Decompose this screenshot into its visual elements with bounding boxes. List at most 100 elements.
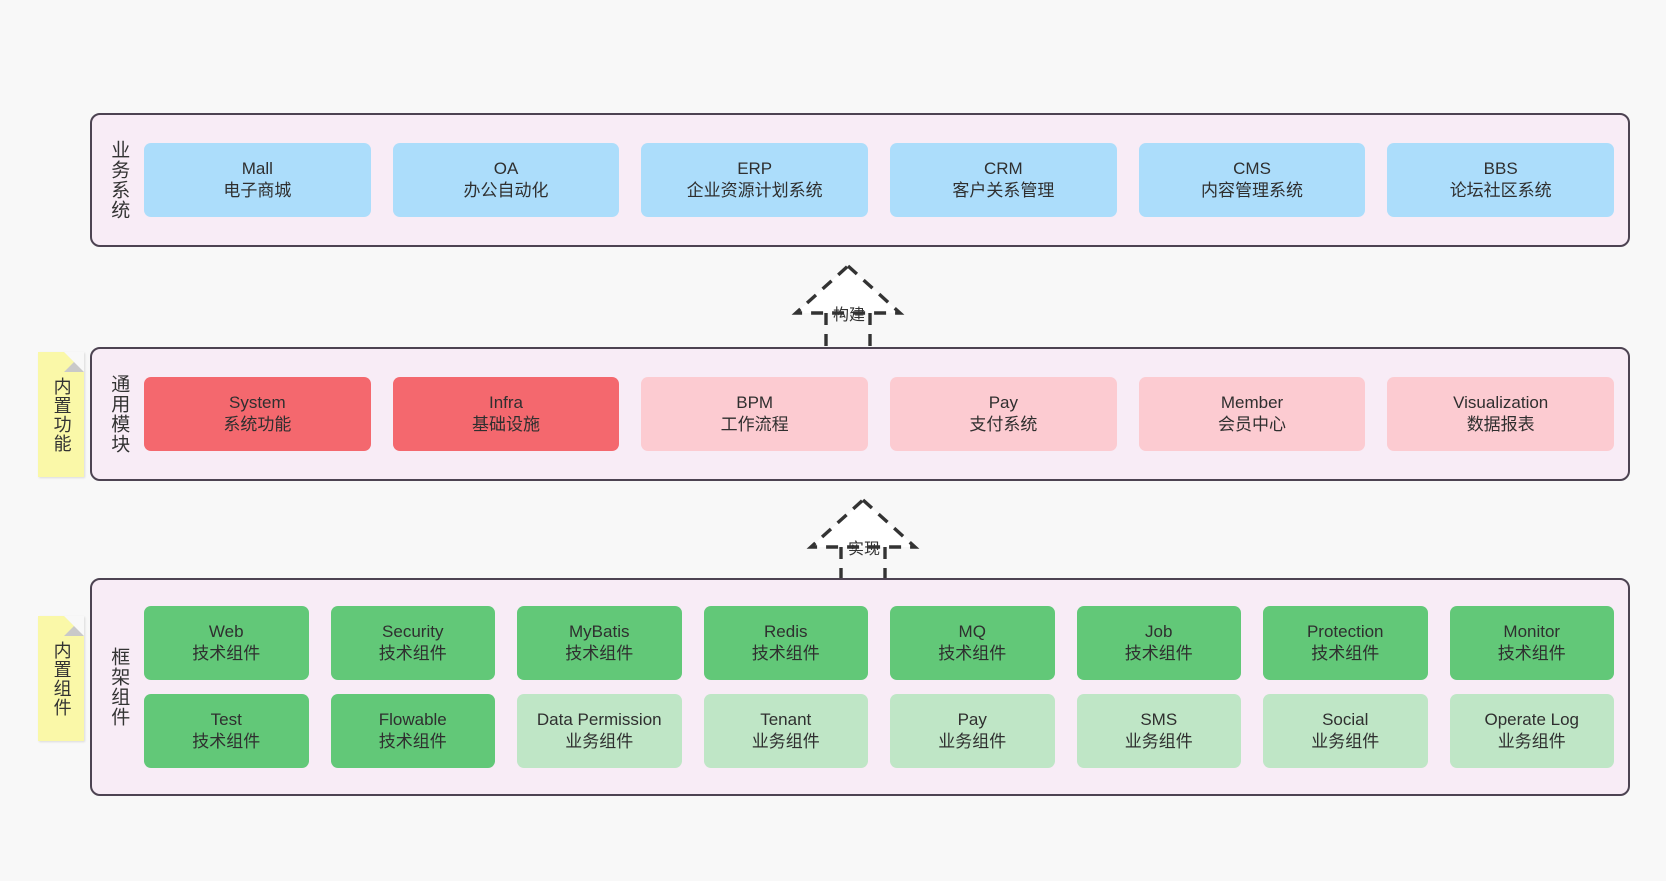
card-subtitle: 内容管理系统 (1201, 181, 1304, 200)
card-title: Member (1220, 392, 1284, 412)
note-fold-cut-icon (64, 616, 84, 636)
card-subtitle: 业务组件 (1124, 732, 1193, 751)
note-text: 内置组件 (51, 640, 72, 717)
card-subtitle: 基础设施 (472, 415, 540, 434)
card-monitor[interactable]: Monitor 技术组件 (1449, 606, 1614, 680)
card-system[interactable]: System 系统功能 (144, 377, 371, 451)
card-row: Test 技术组件 Flowable 技术组件 Data Permission … (144, 694, 1614, 768)
card-subtitle: 电子商城 (223, 181, 292, 200)
card-title: Visualization (1453, 392, 1549, 412)
card-row: System 系统功能 Infra 基础设施 BPM 工作流程 Pay 支付系统… (144, 377, 1615, 451)
card-social[interactable]: Social 业务组件 (1263, 694, 1428, 768)
card-data-permission[interactable]: Data Permission 业务组件 (517, 694, 682, 768)
card-subtitle: 技术组件 (565, 644, 634, 663)
card-title: Social (1322, 709, 1369, 729)
card-row: Web 技术组件 Security 技术组件 MyBatis 技术组件 Redi… (144, 606, 1614, 680)
card-subtitle: 业务组件 (1497, 732, 1566, 751)
card-test[interactable]: Test 技术组件 (144, 694, 309, 768)
layer-business-systems: 业务系统 Mall 电子商城 OA 办公自动化 ERP 企业资源计划系统 CRM… (90, 113, 1630, 247)
card-subtitle: 系统功能 (223, 415, 292, 434)
card-title: Web (208, 621, 244, 641)
card-subtitle: 技术组件 (1311, 644, 1380, 663)
card-title: Security (382, 621, 444, 641)
card-title: OA (493, 158, 519, 178)
card-title: Protection (1306, 621, 1384, 641)
generalization-arrowhead (806, 497, 920, 549)
layer-body-business-systems: Mall 电子商城 OA 办公自动化 ERP 企业资源计划系统 CRM 客户关系… (144, 115, 1628, 245)
card-title: System (228, 392, 286, 412)
card-subtitle: 工作流程 (720, 415, 789, 434)
card-subtitle: 数据报表 (1466, 415, 1535, 434)
card-subtitle: 业务组件 (1311, 732, 1380, 751)
card-protection[interactable]: Protection 技术组件 (1263, 606, 1428, 680)
card-tenant[interactable]: Tenant 业务组件 (703, 694, 868, 768)
card-web[interactable]: Web 技术组件 (144, 606, 309, 680)
card-operate-log[interactable]: Operate Log 业务组件 (1449, 694, 1614, 768)
layer-framework-components: 框架组件 Web 技术组件 Security 技术组件 MyBatis 技术组件… (90, 578, 1630, 796)
connector-implement: 实现 (775, 497, 955, 587)
card-subtitle: 客户关系管理 (952, 181, 1055, 200)
card-title: MQ (958, 621, 986, 641)
card-title: Redis (764, 621, 808, 641)
card-subtitle: 业务组件 (751, 732, 820, 751)
card-subtitle: 技术组件 (1497, 644, 1566, 663)
card-cms[interactable]: CMS 内容管理系统 (1138, 143, 1366, 217)
card-mall[interactable]: Mall 电子商城 (144, 143, 371, 217)
card-flowable[interactable]: Flowable 技术组件 (330, 694, 495, 768)
card-subtitle: 会员中心 (1218, 415, 1287, 434)
note-fold-cut-icon (64, 352, 84, 372)
layer-title-common-modules: 通用模块 (108, 374, 130, 454)
card-bbs[interactable]: BBS 论坛社区系统 (1387, 143, 1615, 217)
card-title: BBS (1483, 158, 1518, 178)
card-redis[interactable]: Redis 技术组件 (703, 606, 868, 680)
card-subtitle: 业务组件 (565, 732, 634, 751)
layer-common-modules: 通用模块 System 系统功能 Infra 基础设施 BPM 工作流程 Pay… (90, 347, 1630, 481)
card-title: Test (210, 709, 242, 729)
card-subtitle: 技术组件 (751, 644, 820, 663)
card-visualization[interactable]: Visualization 数据报表 (1387, 377, 1615, 451)
card-title: Pay (988, 392, 1018, 412)
card-title: Flowable (378, 709, 447, 729)
card-bpm[interactable]: BPM 工作流程 (641, 377, 869, 451)
card-title: Operate Log (1484, 709, 1579, 729)
card-job[interactable]: Job 技术组件 (1076, 606, 1241, 680)
card-title: SMS (1140, 709, 1178, 729)
note-text: 内置功能 (51, 376, 72, 453)
card-subtitle: 论坛社区系统 (1449, 181, 1552, 200)
card-title: Monitor (1503, 621, 1561, 641)
card-subtitle: 支付系统 (969, 415, 1038, 434)
card-subtitle: 技术组件 (378, 644, 447, 663)
card-oa[interactable]: OA 办公自动化 (392, 143, 620, 217)
card-title: Tenant (760, 709, 812, 729)
layer-body-common-modules: System 系统功能 Infra 基础设施 BPM 工作流程 Pay 支付系统… (144, 349, 1628, 479)
card-title: Pay (957, 709, 987, 729)
card-title: BPM (736, 392, 774, 412)
card-crm[interactable]: CRM 客户关系管理 (890, 143, 1117, 217)
layer-title-framework-components: 框架组件 (108, 647, 130, 727)
card-mq[interactable]: MQ 技术组件 (890, 606, 1055, 680)
card-subtitle: 技术组件 (378, 732, 447, 751)
card-subtitle: 技术组件 (938, 644, 1007, 663)
card-pay-component[interactable]: Pay 业务组件 (890, 694, 1055, 768)
card-subtitle: 技术组件 (1124, 644, 1193, 663)
card-subtitle: 企业资源计划系统 (686, 181, 823, 200)
card-pay[interactable]: Pay 支付系统 (890, 377, 1117, 451)
card-subtitle: 技术组件 (192, 644, 261, 663)
card-title: Infra (488, 392, 524, 412)
card-infra[interactable]: Infra 基础设施 (392, 377, 620, 451)
sticky-note-builtin-features: 内置功能 (38, 352, 84, 477)
card-mybatis[interactable]: MyBatis 技术组件 (517, 606, 682, 680)
card-erp[interactable]: ERP 企业资源计划系统 (641, 143, 869, 217)
card-title: MyBatis (569, 621, 630, 641)
card-member[interactable]: Member 会员中心 (1138, 377, 1366, 451)
card-title: CRM (983, 158, 1023, 178)
card-title: Data Permission (536, 709, 662, 729)
connector-build: 构建 (760, 263, 940, 353)
card-row: Mall 电子商城 OA 办公自动化 ERP 企业资源计划系统 CRM 客户关系… (144, 143, 1615, 217)
sticky-note-builtin-components: 内置组件 (38, 616, 84, 741)
card-sms[interactable]: SMS 业务组件 (1076, 694, 1241, 768)
layer-body-framework-components: Web 技术组件 Security 技术组件 MyBatis 技术组件 Redi… (144, 580, 1628, 794)
card-security[interactable]: Security 技术组件 (330, 606, 495, 680)
card-subtitle: 技术组件 (192, 732, 261, 751)
